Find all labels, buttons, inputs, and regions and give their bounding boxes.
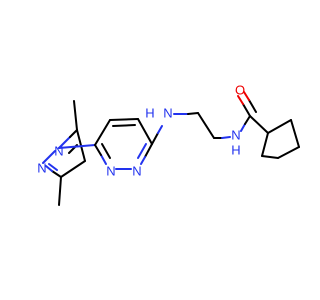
atom-n-amine: N <box>163 106 172 121</box>
bond-co-2b <box>243 91 250 101</box>
atom-labels: N N N N N H N H O <box>37 83 245 179</box>
atom-h-amine: H <box>145 106 154 121</box>
atom-h-amide: H <box>231 143 240 158</box>
bond-c3-nh1a <box>151 132 159 145</box>
bond-pz-c3-n2-double <box>48 163 58 171</box>
bond-co-cp <box>249 115 269 134</box>
bond-pz-n1-c5a <box>58 136 71 149</box>
bond-pz-c3-n2a <box>51 170 62 178</box>
atom-n-pyridazine-1: N <box>106 164 115 179</box>
bond-pd-n1-c6b <box>94 144 102 156</box>
bond-pd-c3-n2-double <box>137 143 147 159</box>
bond-pd-c3-n2b <box>140 156 146 165</box>
atom-n-pyridazine-2: N <box>132 164 141 179</box>
bond-pd-c6-c5 <box>94 119 111 146</box>
bond-pz-n2-n1 <box>42 150 56 164</box>
bond-ch2-nh2b <box>221 136 231 139</box>
atom-n-pyrazole-1: N <box>54 144 63 159</box>
bond-pd-c5-c4 <box>109 118 139 121</box>
bond-co-2a <box>248 99 257 113</box>
bond-cp-2 <box>290 119 300 148</box>
bond-methyl-bottom <box>58 176 62 206</box>
atom-n-amide: N <box>231 128 240 143</box>
bond-cp-5 <box>261 132 269 157</box>
bond-nh1-ch2b <box>187 112 199 115</box>
bonds <box>42 91 300 206</box>
atom-o-carbonyl: O <box>235 83 245 98</box>
molecule-structure: N N N N N H N H O <box>37 83 300 206</box>
bond-cp-3 <box>277 146 300 159</box>
bond-cp-4 <box>261 155 279 159</box>
bond-co-1a <box>242 103 251 117</box>
bond-nh2-co-a <box>240 123 246 132</box>
bond-co-1b <box>237 95 244 105</box>
atom-n-pyrazole-2: N <box>37 161 46 176</box>
bond-pd-n1-c6-double <box>101 143 111 159</box>
bond-pz-c4-c3 <box>60 160 86 178</box>
bond-cp-1 <box>267 119 292 134</box>
bond-ch2-ch2 <box>197 112 215 139</box>
bond-methyl-top <box>73 100 78 131</box>
bond-pd-n1-c6a <box>100 154 107 165</box>
bond-pz-c3-n2b <box>45 165 53 172</box>
bond-nh2-co-b <box>244 115 251 125</box>
bond-c3-nh1b <box>157 125 163 134</box>
bond-pz-n1-pd-c6 <box>58 144 96 149</box>
bond-pd-c3-n2a <box>144 143 153 158</box>
bond-pd-c4-c3 <box>137 118 153 145</box>
bond-pz-n1-c5b <box>69 129 78 138</box>
bond-pd-c5-c4-double <box>112 124 136 127</box>
